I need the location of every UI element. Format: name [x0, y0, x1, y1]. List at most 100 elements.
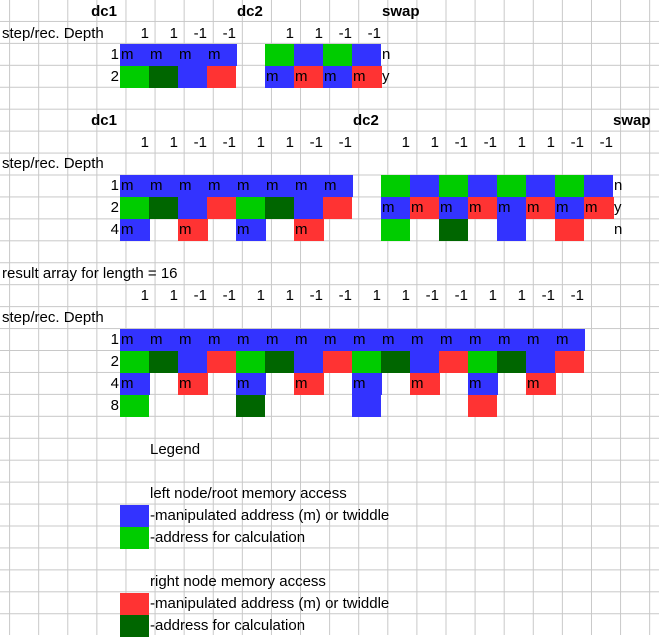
- s2-r4-cell: m: [178, 219, 208, 241]
- s3-r2-cell: [294, 351, 323, 373]
- s1-r1-cell: m: [120, 44, 150, 66]
- s2-twiddle-dc1-4: -1: [222, 134, 236, 151]
- s1-swap-label: swap: [382, 3, 420, 20]
- s3-twiddle-2: 1: [169, 287, 178, 304]
- s1-twiddle-dc2-3: -1: [338, 25, 352, 42]
- s2-step-depth-header: step/rec. Depth: [2, 155, 104, 172]
- s2-r1-cell: [555, 175, 584, 197]
- s2-r1-cell: m: [120, 175, 150, 197]
- s3-depth-4: 4: [110, 375, 119, 392]
- s3-r1-cell: m: [555, 329, 585, 351]
- s3-r1-cell: m: [526, 329, 556, 351]
- s2-r1-cell: [439, 175, 468, 197]
- s2-swap-value-1: n: [614, 177, 623, 194]
- s3-r1-cell: m: [178, 329, 208, 351]
- s1-r1-cell: [323, 44, 352, 66]
- s2-swap-label: swap: [613, 112, 651, 129]
- s2-r2-cell: [236, 197, 265, 219]
- s3-depth-8: 8: [110, 397, 119, 414]
- s1-twiddle-dc1-4: -1: [222, 25, 236, 42]
- s2-r2-cell: m: [584, 197, 614, 219]
- legend-left-node-title: left node/root memory access: [150, 485, 347, 502]
- s2-r1-cell: [410, 175, 439, 197]
- s2-r4-cell: m: [120, 219, 150, 241]
- s3-r4-cell: m: [468, 373, 498, 395]
- s2-depth-2: 2: [110, 199, 119, 216]
- legend-left-calculation: -address for calculation: [150, 529, 306, 546]
- s3-twiddle-16: -1: [570, 287, 584, 304]
- s2-twiddle-dc1-6: 1: [285, 134, 294, 151]
- s3-r1-cell: m: [323, 329, 353, 351]
- s3-r1-cell: m: [439, 329, 469, 351]
- s3-r2-cell: [236, 351, 265, 373]
- legend-right-node-title: right node memory access: [150, 573, 326, 590]
- legend-swatch-blue: [120, 505, 149, 527]
- s3-title: result array for length = 16: [2, 265, 178, 282]
- s2-dc1-label: dc1: [91, 112, 117, 129]
- s2-twiddle-dc2-5: 1: [517, 134, 526, 151]
- s3-step-depth-header: step/rec. Depth: [2, 309, 104, 326]
- s1-dc1-label: dc1: [91, 3, 117, 20]
- s2-twiddle-dc2-6: 1: [546, 134, 555, 151]
- s3-twiddle-14: 1: [517, 287, 526, 304]
- s1-r2-cell: m: [352, 66, 382, 88]
- s3-twiddle-1: 1: [140, 287, 149, 304]
- s1-r1-cell: m: [207, 44, 237, 66]
- s1-r2-cell: m: [323, 66, 353, 88]
- s2-r1-cell: m: [265, 175, 295, 197]
- s2-r1-cell: [526, 175, 555, 197]
- s3-twiddle-5: 1: [256, 287, 265, 304]
- s2-twiddle-dc2-4: -1: [483, 134, 497, 151]
- s2-depth-1: 1: [110, 177, 119, 194]
- s2-r1-cell: m: [323, 175, 353, 197]
- s3-r2-cell: [207, 351, 236, 373]
- s3-r2-cell: [149, 351, 178, 373]
- s3-twiddle-13: 1: [488, 287, 497, 304]
- s1-r2-cell: m: [294, 66, 324, 88]
- s3-r4-cell: m: [178, 373, 208, 395]
- s3-r2-cell: [410, 351, 439, 373]
- s3-twiddle-7: -1: [309, 287, 323, 304]
- s1-depth-2: 2: [110, 68, 119, 85]
- s2-r4-cell: [439, 219, 468, 241]
- s2-r2-cell: m: [526, 197, 556, 219]
- s2-r2-cell: [294, 197, 323, 219]
- s3-r4-cell: m: [410, 373, 440, 395]
- s2-r1-cell: m: [207, 175, 237, 197]
- s3-twiddle-9: 1: [372, 287, 381, 304]
- s2-twiddle-dc1-5: 1: [256, 134, 265, 151]
- s3-r8-cell: [120, 395, 149, 417]
- s2-twiddle-dc1-3: -1: [193, 134, 207, 151]
- s3-twiddle-8: -1: [338, 287, 352, 304]
- s3-r2-cell: [120, 351, 149, 373]
- s3-twiddle-3: -1: [193, 287, 207, 304]
- legend-left-manipulated: -manipulated address (m) or twiddle: [150, 507, 390, 524]
- s2-r1-cell: [468, 175, 497, 197]
- legend-right-calculation: -address for calculation: [150, 617, 306, 634]
- s1-r1-cell: m: [178, 44, 208, 66]
- s2-r2-cell: m: [381, 197, 411, 219]
- s2-r2-cell: m: [497, 197, 527, 219]
- s1-depth-1: 1: [110, 46, 119, 63]
- s3-depth-1: 1: [110, 331, 119, 348]
- s3-r2-cell: [352, 351, 381, 373]
- s1-twiddle-dc2-4: -1: [367, 25, 381, 42]
- s2-r1-cell: m: [178, 175, 208, 197]
- s3-depth-2: 2: [110, 353, 119, 370]
- s2-r2-cell: m: [410, 197, 440, 219]
- s1-r2-cell: [178, 66, 207, 88]
- s1-r2-cell: m: [265, 66, 295, 88]
- s1-twiddle-dc2-2: 1: [314, 25, 323, 42]
- s2-twiddle-dc2-1: 1: [401, 134, 410, 151]
- s3-r1-cell: m: [381, 329, 411, 351]
- s2-dc2-label: dc2: [353, 112, 379, 129]
- s3-r8-cell: [236, 395, 265, 417]
- s3-r1-cell: m: [410, 329, 440, 351]
- s1-swap-value-2: y: [382, 68, 390, 85]
- s1-step-depth-header: step/rec. Depth: [2, 25, 104, 42]
- s3-r4-cell: m: [120, 373, 150, 395]
- s3-twiddle-12: -1: [454, 287, 468, 304]
- s3-r1-cell: m: [468, 329, 498, 351]
- s1-r2-cell: [207, 66, 236, 88]
- s3-r2-cell: [526, 351, 555, 373]
